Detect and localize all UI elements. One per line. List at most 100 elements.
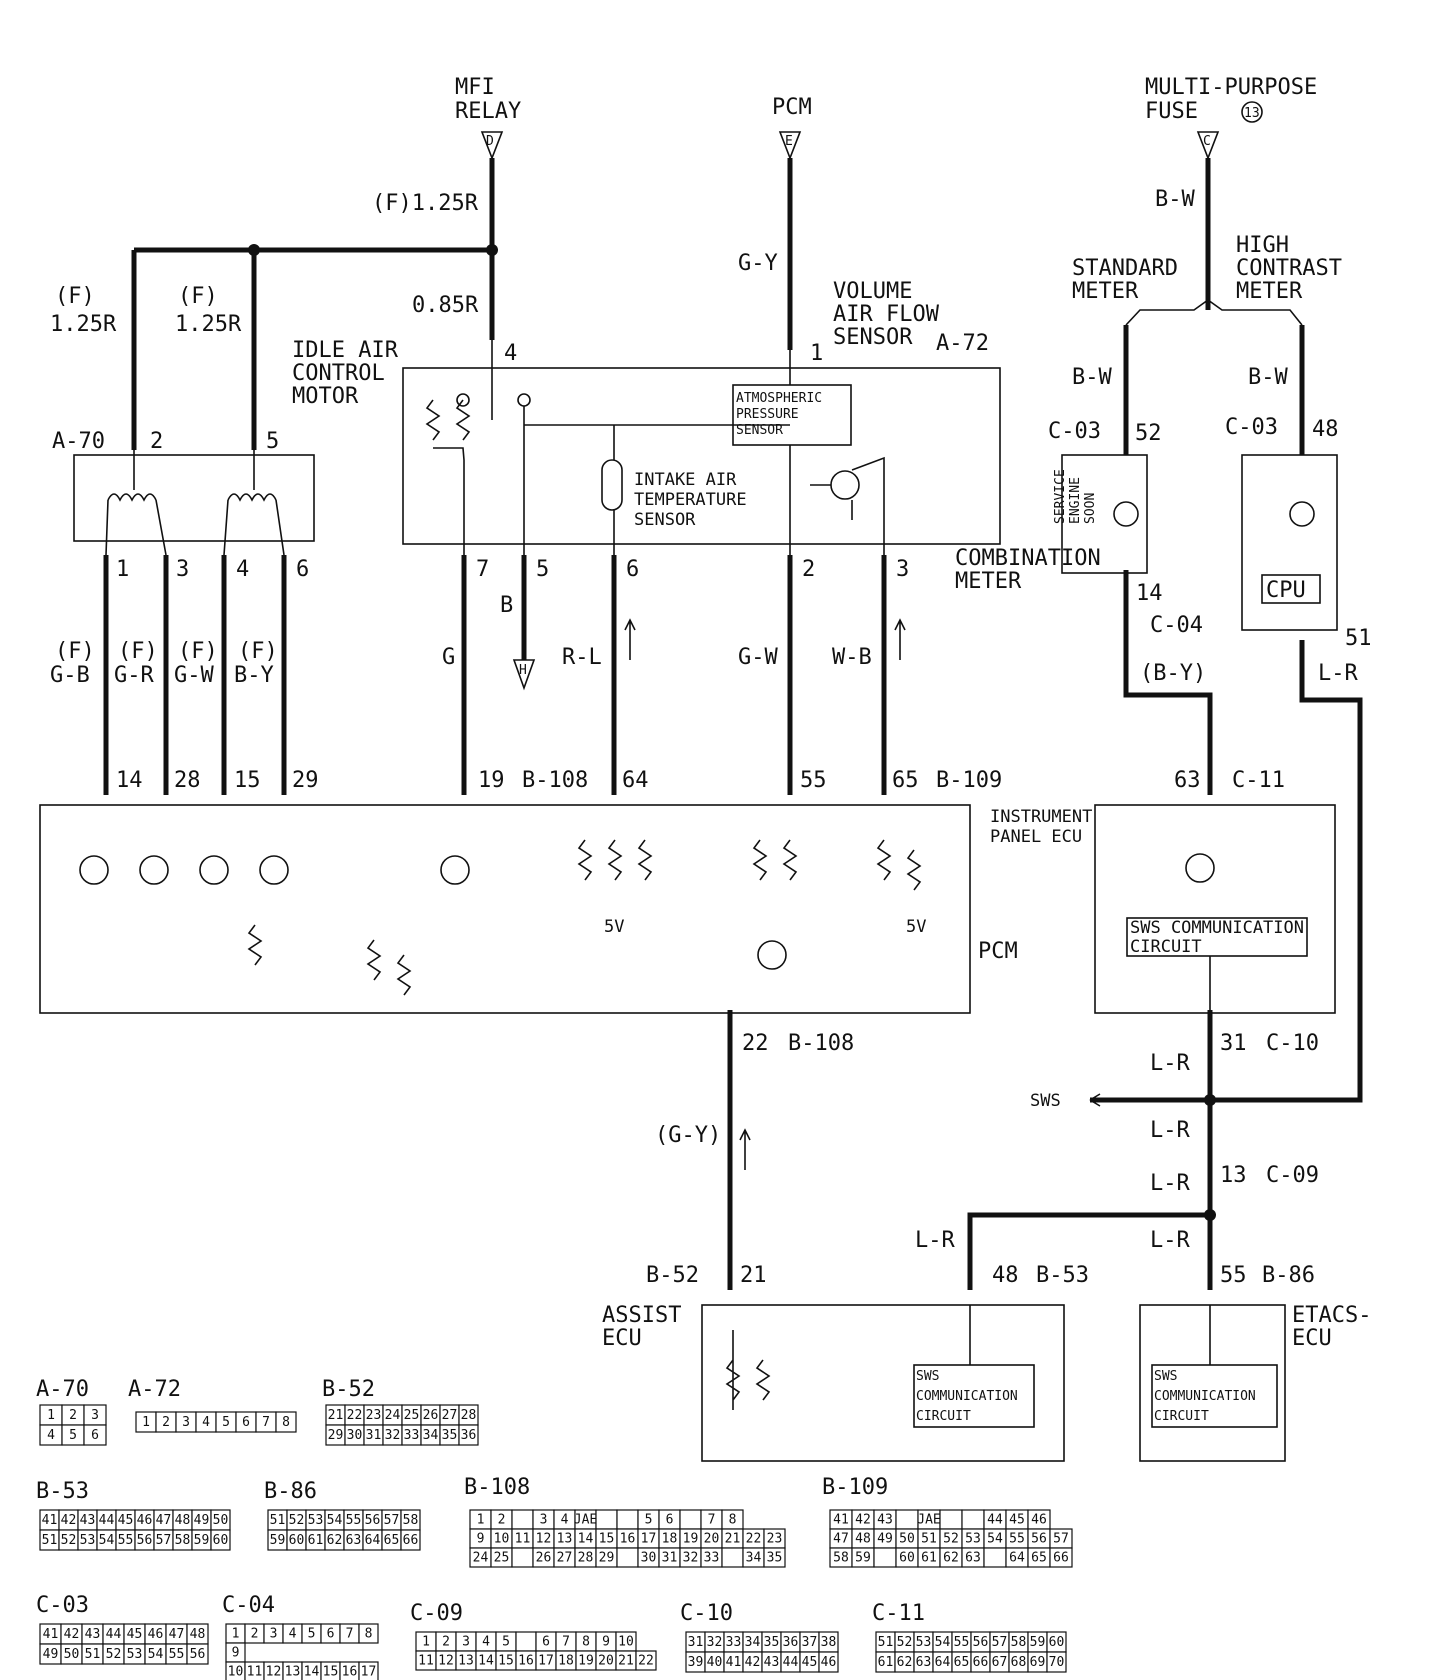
svg-text:14: 14 [1136,581,1163,606]
svg-text:SENSOR: SENSOR [634,510,696,530]
connector-pin-cell [895,1509,919,1530]
connector-pin-label: 57 [992,1635,1008,1650]
svg-text:31: 31 [1220,1031,1247,1056]
connector-pin-label: 68 [1011,1655,1027,1670]
svg-text:(F)1.25R: (F)1.25R [372,191,479,216]
connector-pin-label: 41 [42,1513,58,1528]
volume-air-flow-sensor: ATMOSPHERIC PRESSURE SENSOR INTAKE AIR T… [402,340,1001,555]
connector-pin-label: 4 [289,1627,297,1642]
connector-pin-label: 11 [515,1532,531,1547]
svg-text:(B-Y): (B-Y) [1140,661,1206,686]
multi-purpose-fuse-source: MULTI-PURPOSE FUSE 13 C [1145,75,1317,161]
connector-pin-label: 14 [578,1532,594,1547]
connector-pin-cell [511,1547,534,1568]
connector-pin-label: 22 [347,1408,363,1423]
svg-text:(F): (F) [238,639,278,664]
connector-pin-label: 3 [91,1408,99,1423]
high-contrast-meter: CPU [1241,454,1338,631]
svg-text:B-86: B-86 [264,1479,317,1504]
connector-pin-label: 58 [403,1513,419,1528]
connector-pin-label: 43 [764,1655,780,1670]
svg-text:D: D [486,134,494,149]
svg-text:SWS: SWS [1030,1091,1061,1111]
connector-pin-label: 53 [308,1513,324,1528]
svg-text:L-R: L-R [1150,1051,1190,1076]
connector-pin-label: 13 [285,1665,301,1680]
svg-text:G-B: G-B [50,663,90,688]
connector-pin-cell [210,1529,231,1551]
svg-text:G-Y: G-Y [738,251,778,276]
svg-text:0.85R: 0.85R [412,293,479,318]
svg-text:SOON: SOON [1083,493,1098,524]
connector-pin-cell [939,1509,963,1530]
connector-pin-label: 63 [346,1533,362,1548]
svg-text:G: G [442,645,455,670]
connector-pin-label: 49 [194,1513,210,1528]
connector-pin-label: 51 [85,1647,101,1662]
connector-pin-label: 52 [897,1635,913,1650]
connector-pin-label: 22 [638,1654,654,1669]
svg-text:L-R: L-R [1150,1118,1190,1143]
connector-pin-label: 42 [855,1513,871,1528]
connector-pin-label: 44 [987,1513,1003,1528]
connector-pin-label: 62 [943,1551,959,1566]
connector-pin-label: 60 [213,1533,229,1548]
svg-text:B-52: B-52 [322,1377,375,1402]
svg-text:STANDARD: STANDARD [1072,256,1178,281]
svg-text:A-70: A-70 [52,429,105,454]
connector-pin-label: 18 [662,1532,678,1547]
connector-pin-label: 53 [916,1635,932,1650]
connector-pin-label: 69 [1030,1655,1046,1670]
connector-pin-label: 3 [462,1635,470,1650]
connector-pin-label: 60 [289,1533,305,1548]
connector-pin-label: 57 [384,1513,400,1528]
svg-text:1: 1 [810,341,823,366]
connector-pin-label: 53 [127,1647,143,1662]
connector-pin-cell [1049,1547,1073,1568]
connector-pin-label: 31 [366,1428,382,1443]
connector-pin-label: 46 [148,1627,164,1642]
svg-text:21: 21 [740,1263,767,1288]
connector-pin-label: 66 [1053,1551,1069,1566]
svg-text:51: 51 [1345,626,1372,651]
svg-text:ECU: ECU [602,1326,642,1351]
svg-text:13: 13 [1244,106,1260,121]
connector-pin-label: 1 [477,1513,485,1528]
svg-text:H: H [519,663,527,678]
svg-text:13: 13 [1220,1163,1247,1188]
svg-text:PANEL ECU: PANEL ECU [990,827,1082,847]
connector-pin-label: 2 [442,1635,450,1650]
svg-text:METER: METER [955,569,1022,594]
connector-pin-label: 35 [442,1428,458,1443]
connector-pin-cell [763,1547,786,1568]
connector-pin-label: 62 [327,1533,343,1548]
connector-pin-label: 10 [228,1665,244,1680]
connector-pin-label: 7 [262,1415,270,1430]
connector-pin-label: 58 [175,1533,191,1548]
svg-text:B-108: B-108 [788,1031,854,1056]
svg-text:C-09: C-09 [1266,1163,1319,1188]
connector-pin-label: 16 [620,1532,636,1547]
connector-pin-label: 14 [304,1665,320,1680]
connector-pin-label: 7 [346,1627,354,1642]
svg-text:5: 5 [536,557,549,582]
connector-pin-label: 5 [645,1513,653,1528]
connector-pin-label: 5 [502,1635,510,1650]
svg-text:5V: 5V [604,917,624,937]
svg-text:55: 55 [1220,1263,1247,1288]
svg-text:B-53: B-53 [36,1479,89,1504]
svg-text:14: 14 [116,768,143,793]
svg-text:IDLE AIR: IDLE AIR [292,338,399,363]
connector-pin-label: 50 [64,1647,80,1662]
connector-pin-label: 56 [365,1513,381,1528]
connector-pin-label: 9 [477,1532,485,1547]
connector-pin-label: 58 [833,1551,849,1566]
connector-pin-cell [358,1623,379,1644]
pin-numbers: 2 5 4 1 1 3 4 6 7 5 6 2 3 52 48 14 51 14… [116,341,1372,1288]
svg-text:1.25R: 1.25R [50,312,117,337]
svg-text:ENGINE: ENGINE [1068,477,1083,524]
svg-text:SENSOR: SENSOR [736,423,783,438]
